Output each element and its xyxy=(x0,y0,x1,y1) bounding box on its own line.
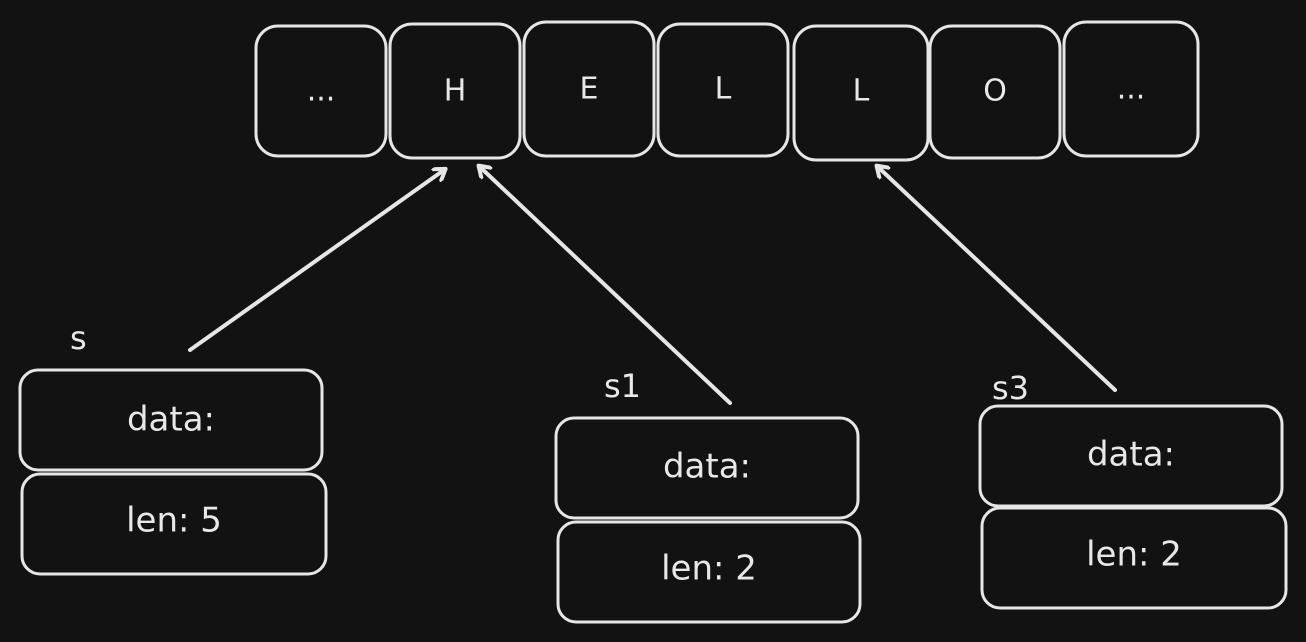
slice-name-label: s3 xyxy=(992,369,1029,407)
memory-cell: ... xyxy=(1062,20,1200,158)
memory-cell-text: ... xyxy=(307,74,336,109)
slice-data-label: data: xyxy=(1087,435,1175,475)
pointer-arrow-s3 xyxy=(878,167,1117,392)
pointer-arrow-s xyxy=(188,170,444,352)
slice-len-field xyxy=(556,520,862,624)
slice-name-label: s xyxy=(70,319,87,357)
memory-cell-text: L xyxy=(715,72,732,107)
memory-cell-text: ... xyxy=(1117,72,1146,107)
memory-cell-text: L xyxy=(853,74,870,109)
slice-s1: s1 data: len: 2 xyxy=(554,367,862,624)
slice-data-field xyxy=(554,416,860,520)
memory-cell: O xyxy=(928,24,1062,160)
memory-cell-text: H xyxy=(444,74,467,109)
slice-len-field xyxy=(20,472,328,576)
slice-name-label: s1 xyxy=(604,367,641,405)
slice-len-label: len: 5 xyxy=(126,501,222,541)
memory-cell: H xyxy=(388,22,522,160)
memory-cell: L xyxy=(792,24,930,162)
slice-data-label: data: xyxy=(127,400,215,440)
slice-data-field xyxy=(18,368,324,472)
slice-len-field xyxy=(980,506,1288,610)
pointer-arrows xyxy=(188,167,1117,405)
memory-cell: L xyxy=(656,22,790,158)
slice-len-label: len: 2 xyxy=(1086,535,1182,575)
slice-s: s data: len: 5 xyxy=(18,319,328,576)
slice-data-label: data: xyxy=(663,447,751,487)
memory-cell-text: O xyxy=(983,74,1007,109)
slice-data-field xyxy=(978,404,1284,508)
slice-len-label: len: 2 xyxy=(661,549,757,589)
memory-cell: E xyxy=(522,20,656,158)
pointer-arrow-s1 xyxy=(480,167,732,405)
memory-row: ... H E L L O xyxy=(254,20,1200,162)
memory-cell-text: E xyxy=(580,72,599,107)
memory-cell: ... xyxy=(254,24,388,158)
slice-s3: s3 data: len: 2 xyxy=(978,369,1288,610)
